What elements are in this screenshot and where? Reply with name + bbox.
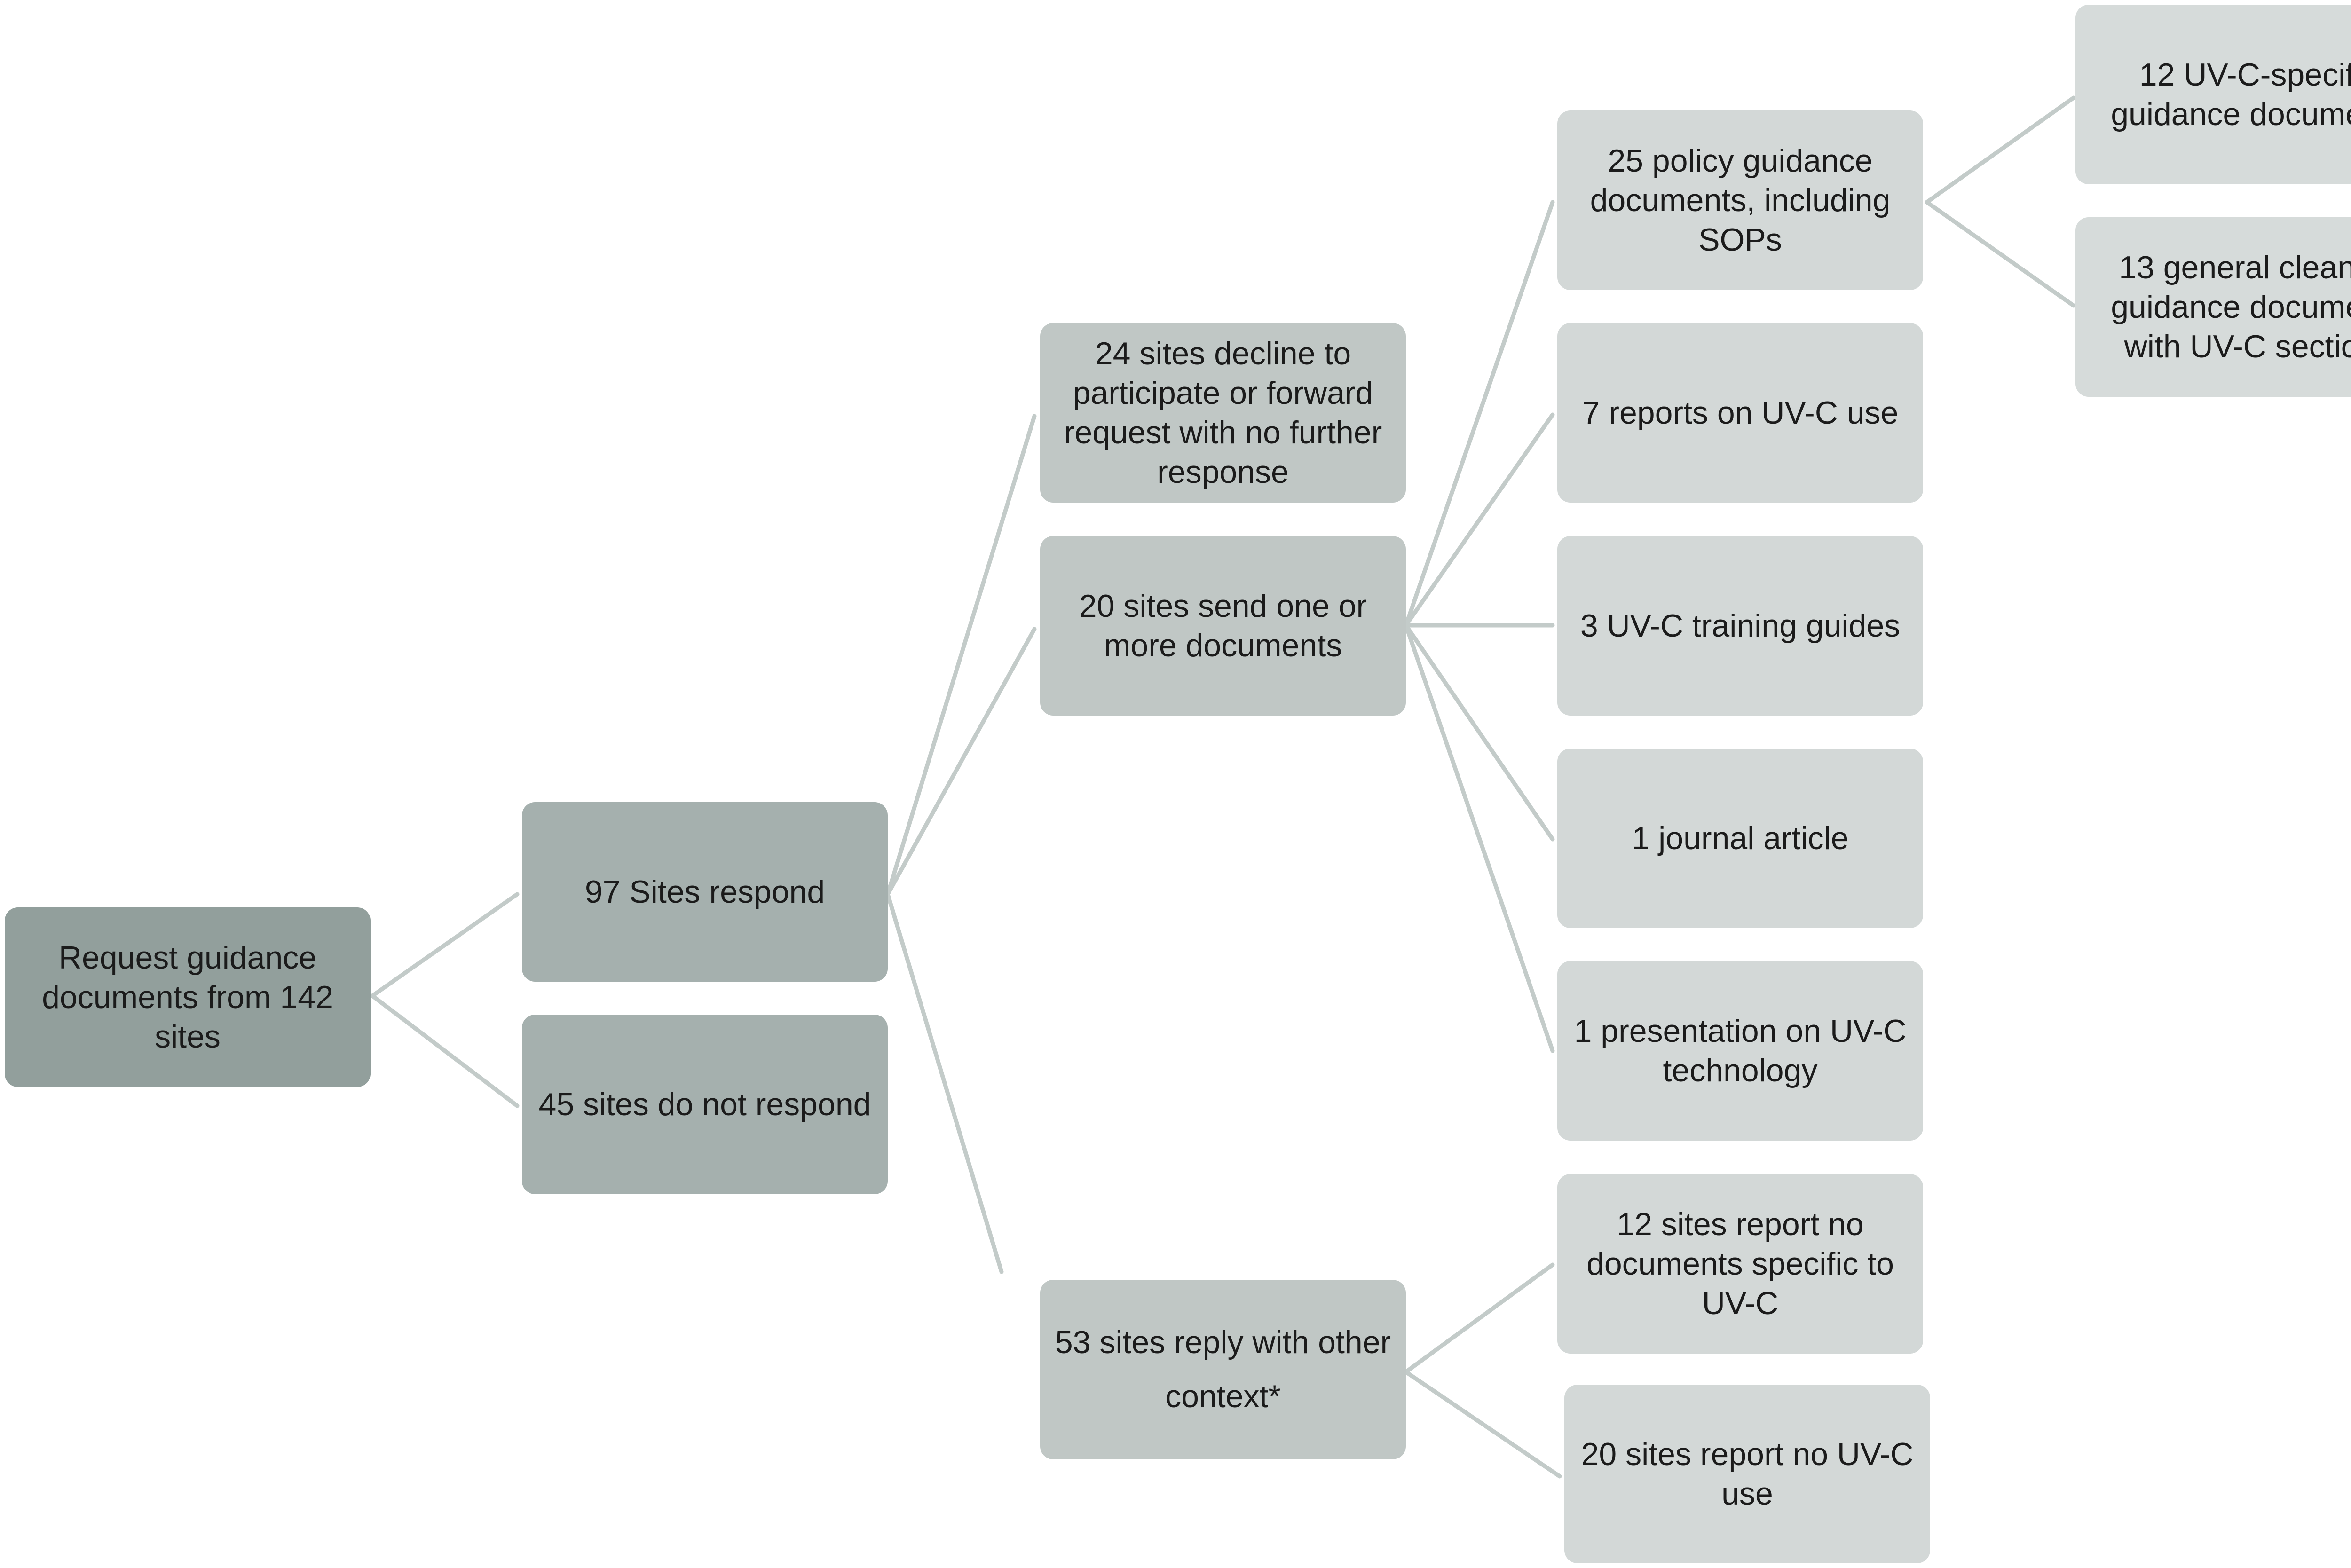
node-sites-decline-label: 24 sites decline to participate or forwa… [1064,336,1382,490]
edge-policy-general [1925,200,2076,308]
node-sites-respond: 97 Sites respond [522,802,888,982]
edge-send-reports [1404,412,1555,628]
node-training-guides-label: 3 UV-C training guides [1580,608,1901,644]
node-sites-no-respond-label: 45 sites do not respond [538,1087,871,1122]
node-policy-documents: 25 policy guidance documents, including … [1557,110,1923,290]
edge-respond-send-docs [885,627,1037,897]
node-sites-respond-label: 97 Sites respond [584,874,825,910]
node-uvc-specific-guidance-label: 12 UV-C-specific guidance documents [2111,57,2351,132]
node-sites-send-documents: 20 sites send one or more documents [1040,536,1406,716]
node-journal-article: 1 journal article [1557,749,1923,928]
edge-policy-uvc-specific [1925,95,2076,205]
edge-send-journal [1404,623,1555,842]
node-presentation: 1 presentation on UV-C technology [1557,961,1923,1141]
node-uvc-reports-label: 7 reports on UV-C use [1582,395,1899,431]
edge-respond-decline [885,414,1037,897]
edge-root-no-respond [370,993,520,1108]
node-no-uvc-use-label: 20 sites report no UV-C use [1581,1436,1914,1512]
node-general-cleaning-guidance: 13 general cleaning guidance documents w… [2075,217,2351,397]
edge-send-presentation [1404,623,1555,1053]
node-sites-send-documents-label: 20 sites send one or more documents [1079,588,1367,663]
node-no-documents-specific: 12 sites report no documents specific to… [1557,1174,1923,1354]
node-request-guidance: Request guidance documents from 142 site… [5,907,371,1087]
node-request-guidance-label: Request guidance documents from 142 site… [42,940,333,1055]
node-sites-other-context-label: 53 sites reply with other context* [1055,1324,1391,1414]
node-uvc-specific-guidance: 12 UV-C-specific guidance documents [2075,5,2351,184]
node-training-guides: 3 UV-C training guides [1557,536,1923,716]
edge-root-respond [370,892,520,998]
edge-respond-other-context [885,892,1004,1274]
node-general-cleaning-guidance-label: 13 general cleaning guidance documents w… [2111,250,2351,364]
node-uvc-reports: 7 reports on UV-C use [1557,323,1923,503]
edge-context-no-uvc [1404,1370,1562,1479]
node-sites-decline: 24 sites decline to participate or forwa… [1040,323,1406,503]
node-no-documents-specific-label: 12 sites report no documents specific to… [1586,1206,1894,1321]
node-presentation-label: 1 presentation on UV-C technology [1574,1013,1907,1088]
node-sites-no-respond: 45 sites do not respond [522,1015,888,1194]
node-journal-article-label: 1 journal article [1632,820,1849,856]
node-no-uvc-use: 20 sites report no UV-C use [1564,1385,1930,1563]
edge-context-no-docs [1404,1262,1555,1374]
edge-send-policy [1404,200,1555,628]
node-sites-other-context: 53 sites reply with other context* [1040,1280,1406,1459]
node-policy-documents-label: 25 policy guidance documents, including … [1590,143,1891,258]
